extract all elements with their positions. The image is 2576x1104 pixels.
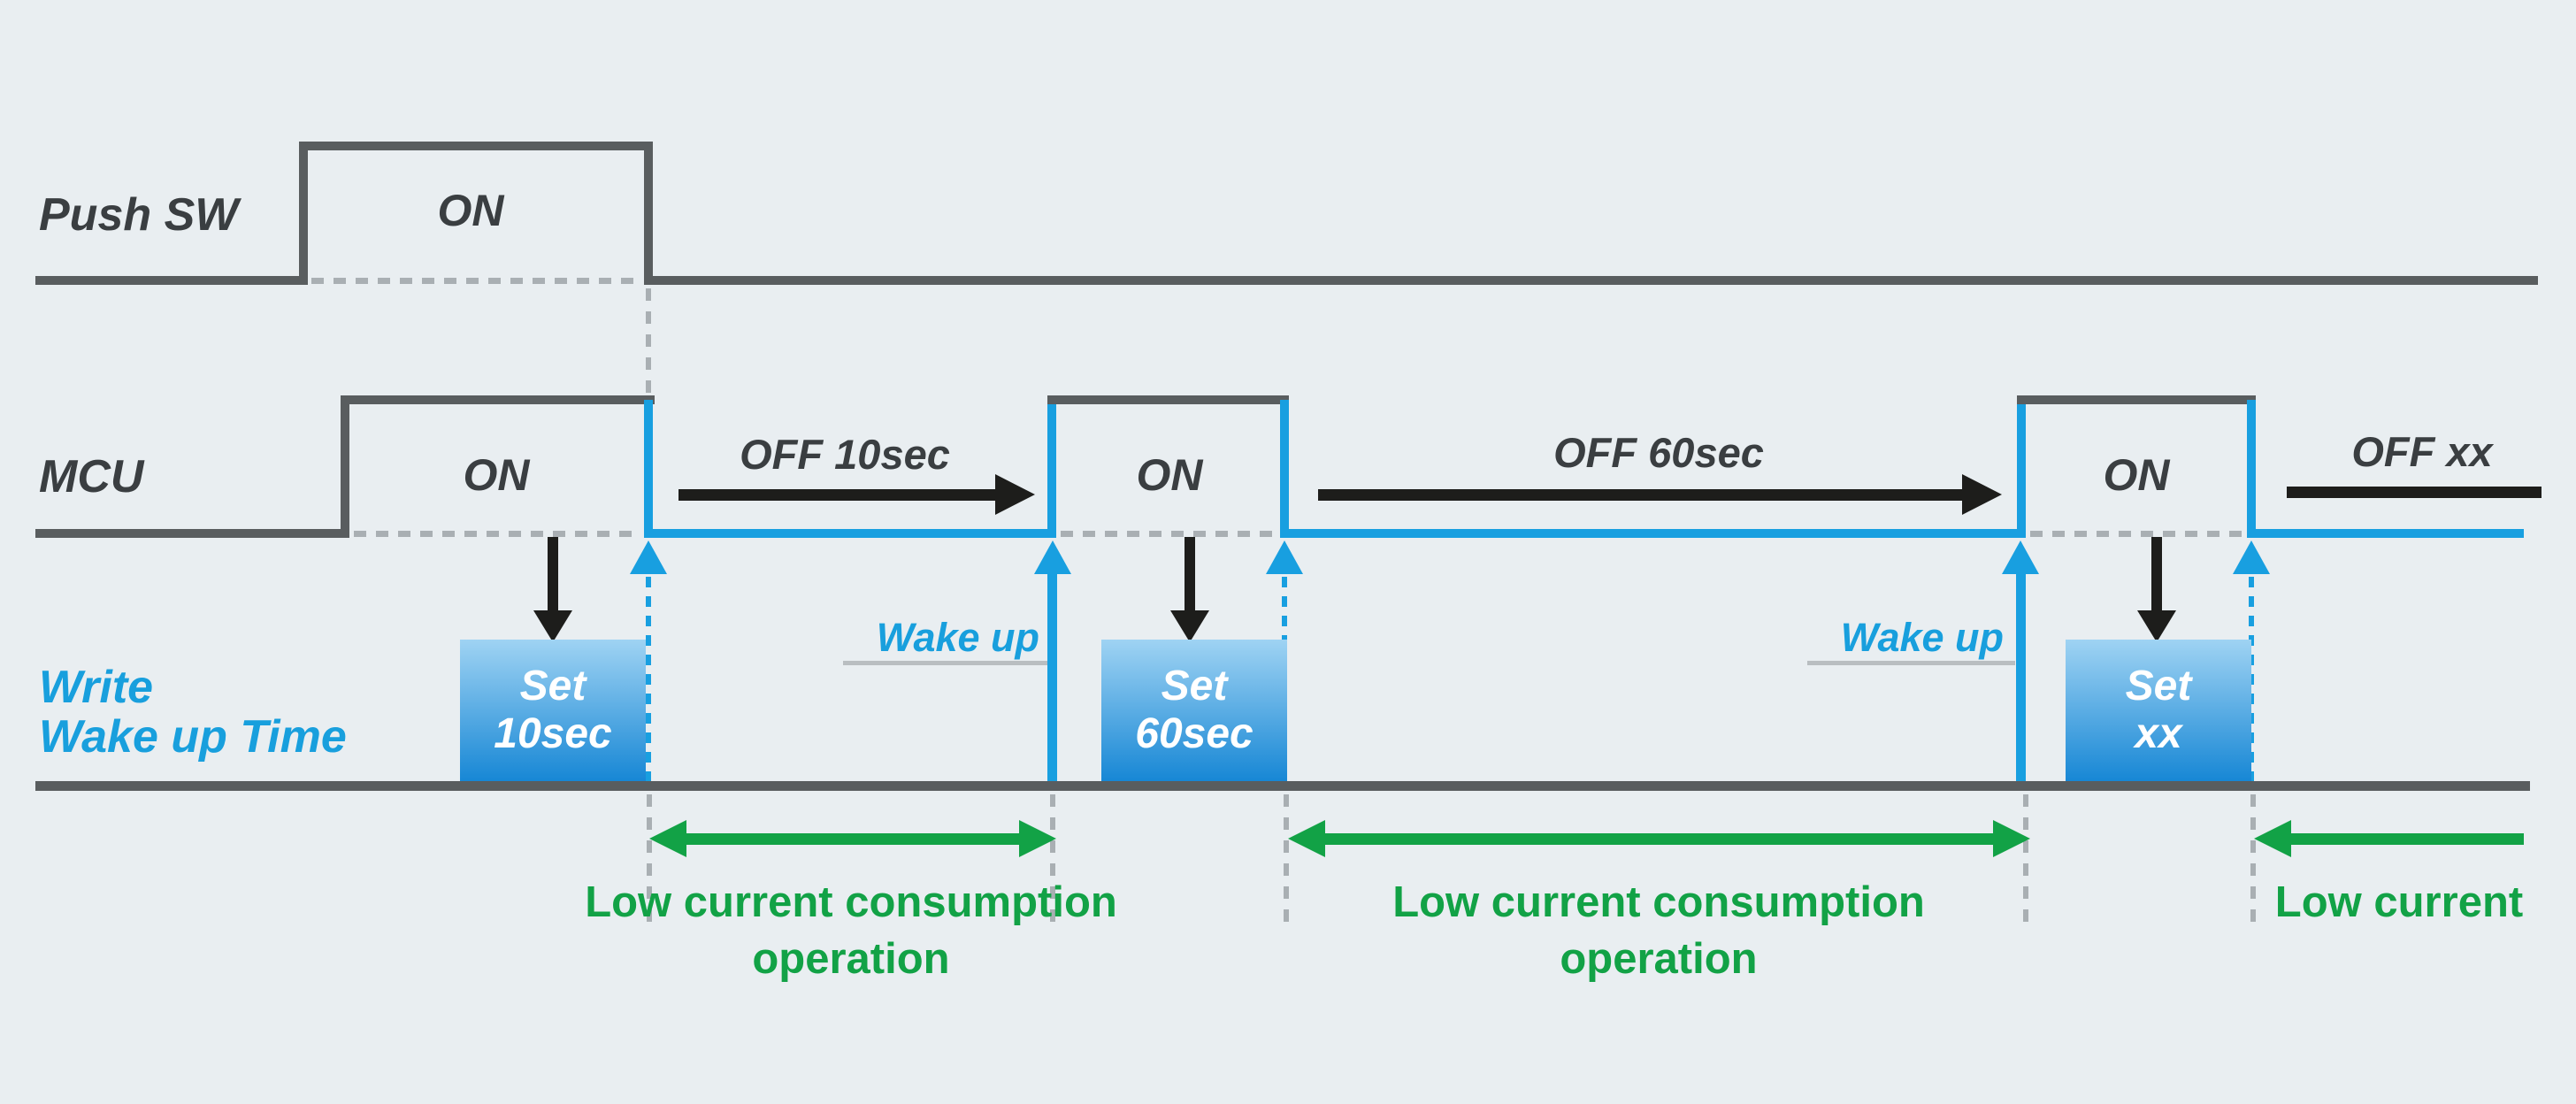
- push-sw-on-label: ON: [437, 186, 504, 235]
- mcu-off-line-2: [1280, 529, 2026, 538]
- green-note-2-line1: Low current consumption: [1392, 878, 1925, 926]
- wake-up-label-2: Wake up: [1840, 615, 2004, 660]
- guide-dashed-2: [1050, 794, 1055, 929]
- green-arrow1-shaft: [681, 833, 1023, 845]
- guide-dashed-4: [2023, 794, 2028, 929]
- mcu-fall-edge-1: [644, 400, 653, 538]
- green-note-2-line2: operation: [1560, 935, 1758, 983]
- wake-up-arrow-shaft-2: [2016, 573, 2026, 781]
- fall-edge-dashed-line-3: [2249, 577, 2254, 781]
- wake-up-underline-1: [843, 661, 1050, 665]
- write-arrow-head-3: [2137, 610, 2176, 642]
- mcu-fall-edge-3: [2247, 400, 2256, 538]
- mcu-rise-edge-3: [2017, 400, 2026, 538]
- write-label-line2: Wake up Time: [39, 711, 347, 763]
- set-box-xx-line2: xx: [2135, 710, 2182, 757]
- off-10sec-arrow-shaft: [678, 489, 995, 501]
- green-note-3: Low current: [2222, 874, 2576, 931]
- green-arrow2-left-head: [1288, 820, 1325, 857]
- mcu-fall-edge-2: [1280, 400, 1289, 538]
- green-note-1-line1: Low current consumption: [585, 878, 1117, 926]
- green-arrow1-left-head: [649, 820, 686, 857]
- push-sw-baseline-left: [35, 276, 308, 285]
- write-arrow-shaft-1: [548, 537, 558, 612]
- green-arrow2-shaft: [1320, 833, 1997, 845]
- set-box-60sec-line1: Set: [1161, 663, 1228, 710]
- off-10sec-label: OFF 10sec: [740, 431, 950, 478]
- green-arrow1-right-head: [1019, 820, 1056, 857]
- wake-up-arrow-head-1: [1034, 540, 1071, 574]
- push-sw-fall-dashed-guide: [646, 288, 651, 395]
- write-arrow-shaft-2: [1184, 537, 1195, 612]
- mcu-rise-edge-1: [341, 395, 349, 538]
- write-arrow-head-1: [533, 610, 572, 642]
- green-note-2: Low current consumption operation: [1384, 874, 1933, 987]
- off-60sec-label: OFF 60sec: [1553, 429, 1764, 476]
- mcu-baseline-left: [35, 529, 345, 538]
- set-box-10sec-line1: Set: [519, 663, 586, 710]
- push-sw-label: Push SW: [39, 189, 239, 241]
- mcu-label: MCU: [39, 451, 144, 502]
- write-axis-line: [35, 781, 2530, 791]
- write-arrow-shaft-3: [2151, 537, 2162, 612]
- off-xx-underline: [2287, 487, 2542, 498]
- mcu-off-line-1: [644, 529, 1056, 538]
- push-sw-rise-edge: [299, 142, 308, 285]
- wake-up-arrow-head-2: [2002, 540, 2039, 574]
- off-60sec-arrow-head: [1962, 474, 2002, 515]
- wake-up-underline-2: [1807, 661, 2015, 665]
- fall-edge-dashed-arrow-head-3: [2233, 540, 2270, 574]
- set-box-10sec-line2: 10sec: [494, 710, 612, 757]
- off-xx-label: OFF xx: [2351, 428, 2493, 475]
- mcu-rise-edge-2: [1047, 400, 1056, 538]
- push-sw-baseline-right: [644, 276, 2538, 285]
- green-arrow2-right-head: [1993, 820, 2030, 857]
- mcu-on-label-2: ON: [1136, 450, 1203, 500]
- guide-dashed-3: [1284, 794, 1289, 929]
- fall-edge-dashed-arrow-head-1: [630, 540, 667, 574]
- push-sw-baseline-dotted: [311, 278, 640, 284]
- guide-dashed-5: [2250, 794, 2256, 929]
- off-60sec-arrow-shaft: [1318, 489, 1962, 501]
- mcu-baseline-dotted-1: [354, 531, 640, 537]
- green-note-1: Low current consumption operation: [577, 874, 1125, 987]
- set-box-60sec: Set 60sec: [1101, 640, 1287, 781]
- write-arrow-head-2: [1170, 610, 1209, 642]
- set-box-10sec: Set 10sec: [460, 640, 646, 781]
- fall-edge-dashed-line-1: [646, 577, 651, 781]
- green-note-1-line2: operation: [752, 935, 950, 983]
- wake-up-arrow-shaft-1: [1047, 573, 1057, 781]
- set-box-xx: Set xx: [2066, 640, 2251, 781]
- mcu-on-label-3: ON: [2103, 450, 2170, 500]
- mcu-baseline-dotted-2: [1061, 531, 1276, 537]
- mcu-baseline-dotted-3: [2030, 531, 2242, 537]
- green-note-3-line1: Low current: [2274, 878, 2524, 926]
- fall-edge-dashed-arrow-head-2: [1266, 540, 1303, 574]
- mcu-pulse-top-2: [1047, 395, 1289, 404]
- set-box-60sec-line2: 60sec: [1135, 710, 1254, 757]
- guide-dashed-1: [647, 794, 652, 929]
- green-arrow3-shaft: [2288, 833, 2524, 845]
- off-10sec-arrow-head: [995, 474, 1035, 515]
- green-arrow3-left-head: [2254, 820, 2291, 857]
- push-sw-pulse-top: [299, 142, 653, 150]
- mcu-off-line-3: [2247, 529, 2524, 538]
- wake-up-label-1: Wake up: [876, 615, 1039, 660]
- mcu-pulse-top-1: [341, 395, 655, 404]
- mcu-pulse-top-3: [2017, 395, 2256, 404]
- write-label-line1: Write: [39, 662, 154, 713]
- push-sw-fall-edge: [644, 142, 653, 285]
- set-box-xx-line1: Set: [2125, 663, 2192, 710]
- mcu-on-label-1: ON: [463, 450, 530, 500]
